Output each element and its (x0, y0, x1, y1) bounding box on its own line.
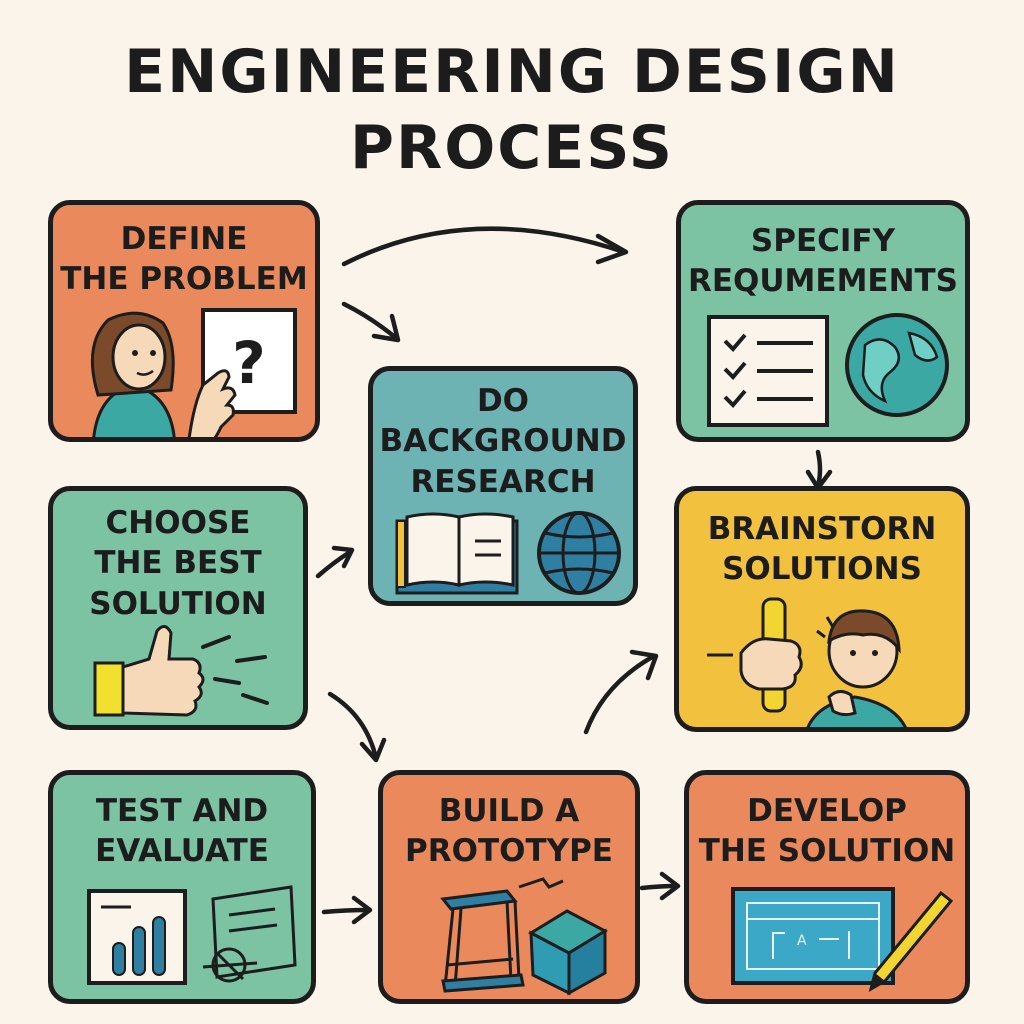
arrow-build-to-brainstorm (583, 649, 659, 735)
step-build-a-prototype: BUILD A PROTOTYPE (378, 770, 640, 1004)
step-label: DO BACKGROUND RESEARCH (379, 383, 627, 500)
arrow-define-to-specify (341, 226, 629, 267)
step-label: CHOOSE THE BEST SOLUTION (89, 505, 267, 622)
thumbs-up-icon (93, 625, 205, 717)
person-icon (90, 311, 176, 437)
svg-text:A: A (797, 933, 807, 949)
arrow-build-to-develop (639, 871, 681, 901)
step-label: BUILD A PROTOTYPE (405, 793, 613, 870)
thinking-person-icon (806, 609, 907, 727)
arrow-choose-to-build (327, 691, 387, 763)
step-choose-the-best-solution: CHOOSE THE BEST SOLUTION (48, 486, 308, 730)
arrow-test-to-build (321, 895, 373, 925)
step-specify-requirements: SPECIFY REQUMEMENTS (676, 200, 970, 442)
checklist-icon (707, 315, 829, 427)
step-label: DEFINE THE PROBLEM (60, 221, 308, 298)
step-define-the-problem: DEFINE THE PROBLEM ? (48, 200, 320, 442)
arrow-define-to-research (341, 301, 401, 343)
step-label: SPECIFY REQUMEMENTS (687, 223, 959, 300)
svg-text:?: ? (232, 329, 266, 397)
globe-icon (845, 313, 949, 417)
open-book-icon (395, 512, 519, 595)
step-label: TEST AND EVALUATE (95, 793, 269, 870)
bar-chart-icon (87, 889, 187, 985)
stool-frame-icon (440, 889, 525, 993)
diagram-title-line1: ENGINEERING DESIGN (124, 37, 900, 107)
step-do-background-research: DO BACKGROUND RESEARCH (368, 366, 638, 606)
step-brainstorm-solutions: BRAINSTORN SOLUTIONS (674, 486, 970, 732)
blueprint-icon: A (731, 887, 895, 985)
arrow-specify-to-brainstorm (805, 449, 833, 491)
arrow-choose-to-research (315, 545, 355, 579)
rejected-document-icon (202, 885, 297, 983)
hand-holding-marker-icon (707, 597, 803, 713)
step-test-and-evaluate: TEST AND EVALUATE (48, 770, 316, 1004)
globe-icon (537, 511, 621, 595)
hand-icon (187, 369, 237, 437)
motion-lines-icon (201, 635, 269, 705)
pencil-icon (868, 890, 954, 993)
diagram-title-line2: PROCESS (350, 113, 674, 183)
step-label: BRAINSTORN SOLUTIONS (707, 511, 937, 588)
step-develop-the-solution: DEVELOP THE SOLUTION A (684, 770, 970, 1004)
cube-icon (527, 909, 609, 996)
step-label: DEVELOP THE SOLUTION (698, 793, 956, 870)
sketch-lines-icon (518, 877, 564, 889)
